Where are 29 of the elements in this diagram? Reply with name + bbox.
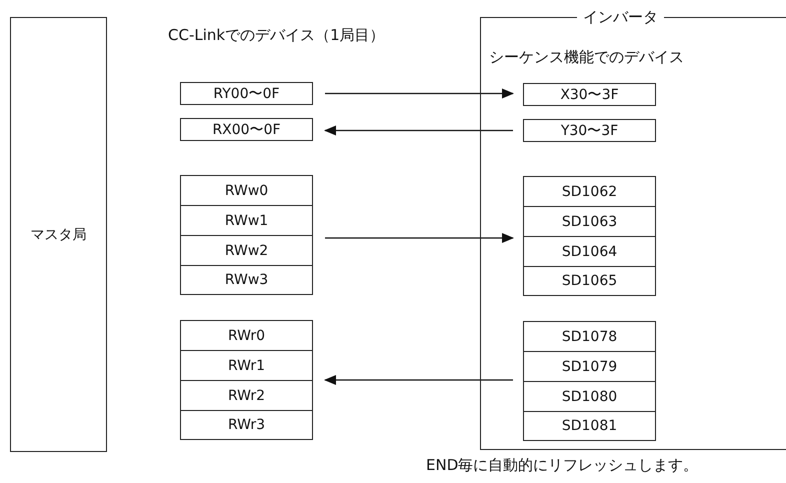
arrow — [325, 88, 514, 98]
device-cell: SD1062 — [523, 176, 656, 207]
device-cell: RWr3 — [180, 410, 313, 440]
device-cell: RY00〜0F — [180, 82, 313, 105]
device-cell: RWw2 — [180, 235, 313, 266]
frame-title: インバータ — [577, 8, 664, 27]
device-cell: SD1081 — [523, 411, 656, 441]
section-heading: CC-Linkでのデバイス（1局目） — [168, 26, 385, 45]
arrow — [324, 126, 513, 136]
device-cell: X30〜3F — [523, 83, 656, 106]
arrow — [325, 233, 514, 243]
arrow — [324, 375, 513, 385]
device-cell: Y30〜3F — [523, 119, 656, 142]
device-cell: RWr1 — [180, 350, 313, 381]
device-cell: RWr2 — [180, 380, 313, 411]
device-cell: SD1065 — [523, 266, 656, 296]
device-cell: RWw1 — [180, 205, 313, 236]
device-cell: SD1080 — [523, 381, 656, 412]
device-cell: SD1063 — [523, 206, 656, 237]
device-cell: SD1064 — [523, 236, 656, 267]
device-cell: SD1079 — [523, 351, 656, 382]
device-cell: RWw0 — [180, 175, 313, 206]
device-cell: RWr0 — [180, 320, 313, 351]
device-cell: RX00〜0F — [180, 118, 313, 141]
device-cell: SD1078 — [523, 321, 656, 352]
section-heading: シーケンス機能でのデバイス — [489, 48, 684, 67]
device-cell: RWw3 — [180, 265, 313, 295]
station-box: マスタ局 — [10, 17, 107, 452]
note-text: END毎に自動的にリフレッシュします。 — [426, 456, 698, 475]
